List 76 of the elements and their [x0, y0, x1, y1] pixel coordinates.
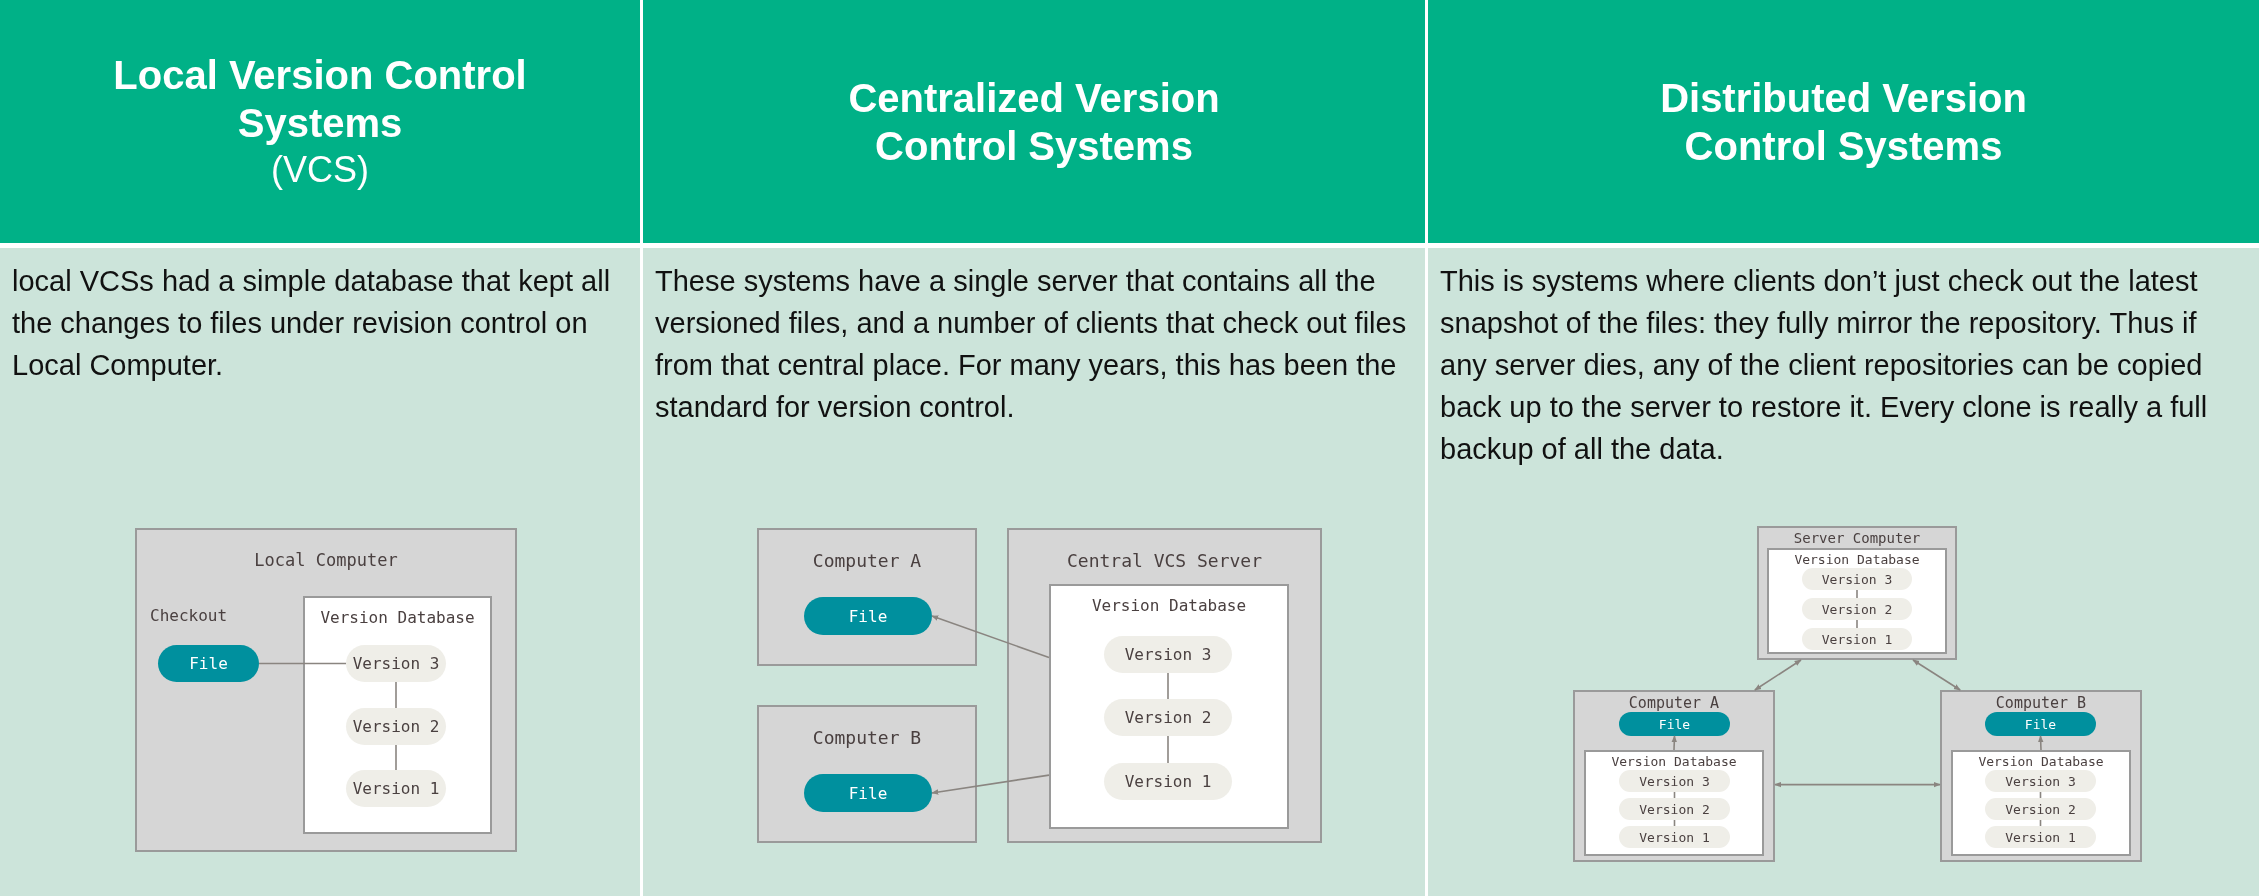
- version-pill: Version 1: [346, 770, 446, 807]
- computer-box: [1940, 690, 2142, 862]
- box-title: Computer A: [1627, 694, 1721, 712]
- computer-box: [135, 528, 517, 852]
- box-title: Server Computer: [1792, 530, 1922, 546]
- box-title: Version Database: [1977, 754, 2105, 769]
- box-title: Computer B: [811, 727, 923, 748]
- box-title: Computer B: [1994, 694, 2088, 712]
- file-pill: File: [158, 645, 259, 682]
- column-title: Centralized Version Control Systems: [847, 74, 1221, 170]
- description-text: These systems have a single server that contains all the versioned files, and a number of clients that check out files from that central place. For many years, this has been the standard for version control.: [655, 264, 1408, 425]
- file-pill: File: [1985, 712, 2096, 736]
- version-pill: Version 2: [346, 708, 446, 745]
- arrow: [931, 774, 1050, 795]
- version-pill: Version 2: [1985, 798, 2096, 820]
- connector-line: [1856, 589, 1858, 599]
- version-pill: Version 1: [1802, 628, 1912, 650]
- file-pill: File: [1619, 712, 1730, 736]
- box-title: Version Database: [1090, 596, 1248, 615]
- header-cell: [1428, 0, 2259, 243]
- database-box: [303, 596, 492, 834]
- computer-box: [757, 705, 977, 843]
- computer-box: [1757, 526, 1957, 660]
- box-title: Central VCS Server: [1065, 550, 1264, 571]
- column-title: Local Version Control Systems: [112, 51, 528, 147]
- box-title: Version Database: [1610, 754, 1738, 769]
- connector-line: [1673, 791, 1676, 799]
- computer-box: [757, 528, 977, 666]
- database-box: [1951, 750, 2131, 856]
- version-pill: Version 3: [346, 645, 446, 682]
- description-text: This is systems where clients don’t just check out the latest snapshot of the files: they fully mirror the repository. Thus if any server dies, any of the client repositories can be copied back up to the server to restore it. Every clone is really a full backup of all the data.: [1440, 264, 2209, 467]
- column-subtitle: (VCS): [271, 147, 369, 192]
- version-pill: Version 1: [1985, 826, 2096, 848]
- version-pill: Version 1: [1619, 826, 1730, 848]
- file-pill: File: [804, 597, 932, 635]
- box-title: Version Database: [319, 608, 476, 627]
- version-pill: Version 2: [1104, 699, 1232, 736]
- computer-box: [1007, 528, 1322, 843]
- computer-box: [1573, 690, 1775, 862]
- content-panel: [1428, 248, 2259, 896]
- arrow: [2037, 735, 2044, 751]
- database-box: [1584, 750, 1764, 856]
- checkout-label: Checkout: [150, 606, 228, 625]
- version-pill: Version 1: [1104, 763, 1232, 800]
- arrow: [1754, 659, 1802, 691]
- content-panel: [0, 248, 640, 896]
- arrow: [931, 615, 1050, 659]
- version-pill: Version 3: [1802, 568, 1912, 590]
- box-title: Version Database: [1793, 552, 1921, 567]
- arrow: [1774, 781, 1941, 788]
- content-panel: [643, 248, 1425, 896]
- connector-line: [1856, 619, 1858, 629]
- connector-line: [258, 662, 347, 665]
- file-pill: File: [804, 774, 932, 812]
- version-pill: Version 3: [1104, 636, 1232, 673]
- box-title: Local Computer: [253, 550, 399, 570]
- version-pill: Version 2: [1802, 598, 1912, 620]
- connector-line: [2039, 819, 2042, 827]
- database-box: [1767, 548, 1947, 654]
- version-pill: Version 3: [1985, 770, 2096, 792]
- connector-line: [1167, 735, 1169, 764]
- version-pill: Version 2: [1619, 798, 1730, 820]
- connector-line: [2039, 791, 2042, 799]
- connector-line: [395, 744, 397, 771]
- database-box: [1049, 584, 1289, 829]
- header-cell: [643, 0, 1425, 243]
- box-title: Computer A: [811, 550, 923, 571]
- arrow: [1671, 735, 1678, 751]
- connector-line: [1167, 672, 1169, 700]
- version-pill: Version 3: [1619, 770, 1730, 792]
- connector-line: [395, 681, 397, 709]
- header-cell: [0, 0, 640, 243]
- description-text: local VCSs had a simple database that kept all the changes to files under revision control on Local Computer.: [12, 264, 612, 383]
- connector-line: [1673, 819, 1676, 827]
- column-title: Distributed Version Control Systems: [1659, 74, 2028, 170]
- arrow: [1912, 659, 1961, 691]
